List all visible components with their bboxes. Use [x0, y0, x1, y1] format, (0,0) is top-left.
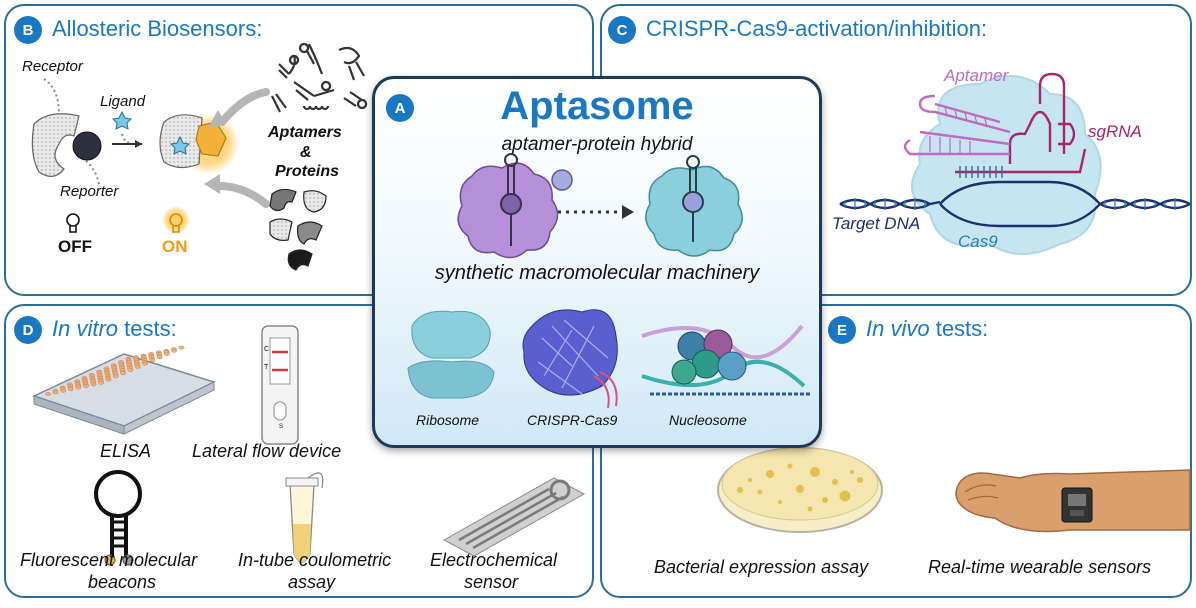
- ribosome-structure: [407, 310, 495, 399]
- panel-c-badge: C: [608, 16, 636, 44]
- elisa-plate: [31, 345, 217, 435]
- elisa-well: [127, 368, 134, 372]
- biosensor-illustration: [31, 42, 368, 271]
- on-label: ON: [162, 237, 188, 256]
- in-vitro-illustrations: [31, 325, 586, 566]
- aptasome-title: Aptasome: [500, 84, 694, 128]
- panel-d-badge: D: [14, 316, 42, 344]
- ligand-ball: [551, 169, 573, 191]
- elisa-well: [60, 388, 67, 393]
- petri-dish: [717, 447, 883, 533]
- aptamer-insert-purple: [500, 153, 522, 246]
- beacons-label-line2: beacons: [88, 572, 157, 592]
- panel-e-badge: E: [828, 316, 856, 344]
- elisa-well: [67, 387, 74, 392]
- panel-b-title: Allosteric Biosensors:: [52, 16, 263, 41]
- ligand-star: [111, 110, 133, 130]
- coulometric-label-line1: In-tube coulometric: [238, 550, 392, 570]
- strip-c-mark: C: [264, 346, 270, 353]
- elisa-well: [112, 374, 119, 379]
- aptamers-label: Aptamers: [268, 124, 342, 141]
- panel-a-badge: A: [386, 94, 414, 122]
- in-vivo-illustrations: [717, 447, 1191, 533]
- elisa-well: [164, 352, 170, 356]
- elisa-well: [75, 385, 82, 390]
- elisa-well: [120, 371, 126, 376]
- crispr-illustration: [839, 72, 1191, 255]
- elisa-well: [45, 392, 51, 396]
- elisa-well: [156, 355, 163, 360]
- target-dna-label: Target DNA: [832, 214, 921, 233]
- elisa-well: [52, 390, 59, 395]
- protein-arrow: [215, 182, 270, 208]
- lateral-flow-strip: [261, 325, 299, 445]
- electrochemical-label-line1: Electrochemical: [430, 550, 558, 570]
- strip-s-mark: S: [279, 424, 284, 430]
- aptamer-arrow: [218, 88, 270, 126]
- elisa-well: [149, 358, 156, 363]
- aptamer-label: Aptamer: [944, 66, 1009, 85]
- electrochemical-sensor: [442, 477, 586, 557]
- electrochemical-label-line2: sensor: [464, 572, 519, 592]
- panel-e-title-rest: tests:: [929, 316, 989, 341]
- beacons-label-line1: Fluorescent molecular: [20, 550, 198, 570]
- reporter-label: Reporter: [60, 183, 119, 200]
- crispr-cas9-label: CRISPR-Cas9: [527, 412, 618, 428]
- protein-glyphs: [269, 188, 327, 271]
- reporter-pointer: [83, 158, 100, 185]
- cas9-label: Cas9: [958, 232, 998, 251]
- ligand-label: Ligand: [100, 93, 146, 110]
- elisa-well: [90, 382, 97, 387]
- ribosome-label: Ribosome: [416, 412, 480, 428]
- wearable-sensors-label: Real-time wearable sensors: [928, 557, 1152, 577]
- reporter-sphere: [72, 131, 102, 161]
- elisa-well: [134, 364, 141, 369]
- off-label: OFF: [58, 237, 92, 256]
- elisa-well: [171, 348, 178, 353]
- receptor-label: Receptor: [22, 58, 83, 75]
- elisa-well: [142, 361, 148, 366]
- crispr-cas9-structure: [522, 309, 618, 409]
- proteins-label: Proteins: [275, 163, 340, 180]
- elisa-well: [98, 380, 105, 385]
- panel-b-badge: B: [14, 16, 42, 44]
- coulometric-tube: [285, 472, 324, 563]
- bound-ligand-star: [169, 135, 191, 155]
- machinery-label: synthetic macromolecular machinery: [434, 262, 760, 284]
- panel-e-title: In vivo tests:: [866, 316, 988, 342]
- sgrna-label: sgRNA: [1088, 122, 1142, 141]
- cas9-blob: [911, 75, 1102, 255]
- strip-t-mark: T: [264, 364, 269, 371]
- lateral-flow-label: Lateral flow device: [192, 441, 342, 461]
- aptamer-glyphs: [271, 42, 368, 113]
- bacterial-assay-label: Bacterial expression assay: [654, 557, 869, 577]
- receptor-shape: [31, 113, 80, 177]
- molecular-beacon: [94, 470, 142, 566]
- ligand-arrow: [121, 133, 137, 145]
- panel-c-title: CRISPR-Cas9-activation/inhibition:: [646, 16, 988, 41]
- aptamer-strand: [903, 94, 1011, 156]
- ampersand-label: &: [300, 144, 312, 161]
- elisa-well: [178, 345, 185, 350]
- coulometric-label-line2: assay: [288, 572, 336, 592]
- panel-d-title-rest: tests:: [118, 316, 177, 341]
- elisa-well: [105, 377, 112, 382]
- panel-e-title-italic: In vivo: [866, 316, 930, 341]
- receptor-pointer: [43, 78, 60, 115]
- off-bulb-icon: [66, 213, 80, 233]
- on-bulb-icon: [169, 213, 183, 233]
- panel-d-title: In vitro tests:: [52, 316, 177, 342]
- panel-d-title-italic: In vitro: [52, 316, 119, 341]
- aptasome-illustration: [407, 153, 812, 409]
- nucleosome-label: Nucleosome: [669, 412, 747, 428]
- nucleosome-structure: [641, 324, 812, 396]
- elisa-well: [83, 384, 89, 388]
- arm-with-sensor: [955, 469, 1191, 533]
- aptamer-insert-teal: [682, 155, 704, 242]
- elisa-label: ELISA: [100, 441, 152, 461]
- aptasome-subtitle: aptamer-protein hybrid: [501, 134, 693, 155]
